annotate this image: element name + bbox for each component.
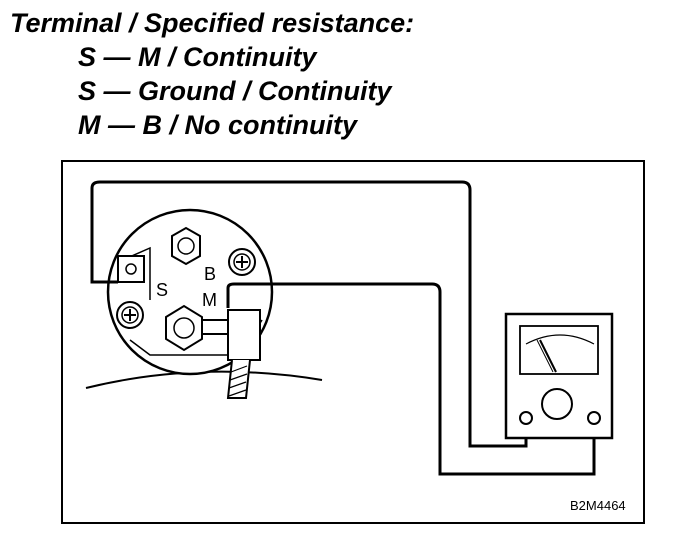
test-lead-icon [226,309,261,399]
housing-surface [85,370,323,389]
ohmmeter-icon [504,312,614,440]
terminal-b-icon [171,226,201,266]
terminal-label-b: B [204,264,216,284]
mount-bolt-icon [116,301,144,329]
terminal-label-s: S [156,280,168,300]
spec-title: Terminal / Specified resistance: [10,8,415,38]
test-lead-s [90,180,528,448]
terminal-m-icon [165,304,229,352]
figure-frame [61,160,645,524]
terminal-label-m: M [202,290,217,310]
spec-line-s-ground: S — Ground / Continuity [78,76,392,106]
spec-line-s-m: S — M / Continuity [78,42,317,72]
test-lead-m [226,282,596,476]
terminal-s-icon [117,255,145,283]
figure-code: B2M4464 [570,498,626,513]
spec-line-m-b: M — B / No continuity [78,110,357,140]
mount-bolt-icon [228,248,256,276]
